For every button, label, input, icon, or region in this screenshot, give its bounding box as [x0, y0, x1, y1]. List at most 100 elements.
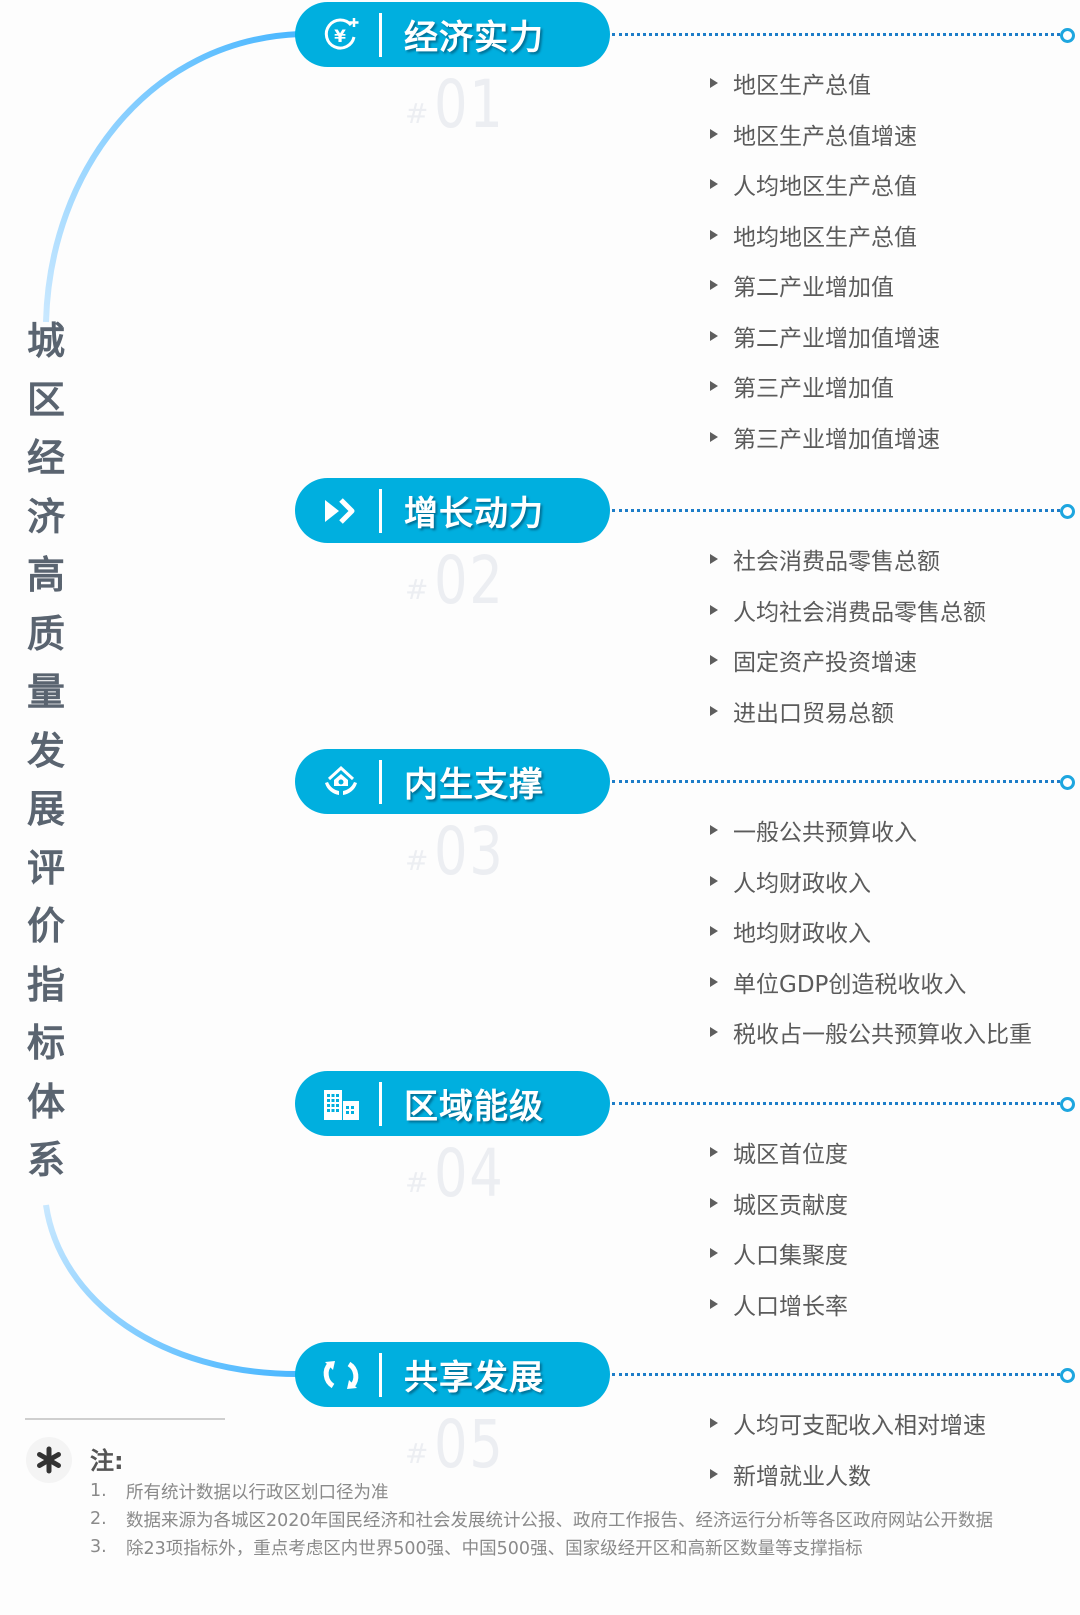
section-header-pill: 共享发展	[295, 1342, 610, 1407]
list-item: 地均地区生产总值	[710, 210, 940, 261]
list-item: 单位GDP创造税收收入	[710, 957, 1032, 1008]
triangle-bullet-icon	[710, 825, 718, 836]
notes-heading: 注:	[90, 1447, 124, 1475]
pill-divider	[379, 1352, 382, 1397]
list-item: 第二产业增加值增速	[710, 311, 940, 362]
list-item: 第二产业增加值	[710, 260, 940, 311]
section-number: # 02	[405, 542, 505, 619]
vertical-title: 城 区 经 济 高 质 量 发 展 评 价 指 标 体 系	[22, 312, 70, 1190]
triangle-bullet-icon	[710, 554, 718, 565]
triangle-bullet-icon	[710, 705, 718, 716]
note-item: 3.除23项指标外，重点考虑区内世界500强、中国500强、国家级经开区和高新区…	[90, 1537, 863, 1559]
list-item: 城区首位度	[710, 1127, 848, 1178]
pill-divider	[379, 488, 382, 533]
title-char: 指	[26, 962, 65, 1007]
title-char: 高	[26, 553, 65, 597]
connector-arc	[43, 31, 301, 1378]
triangle-bullet-icon	[710, 330, 718, 341]
title-char: 体	[26, 1079, 65, 1124]
section-header-pill: 内生支撑	[295, 749, 610, 814]
list-item: 人口增长率	[710, 1279, 848, 1330]
end-ring	[1060, 1097, 1075, 1112]
triangle-bullet-icon	[710, 179, 718, 190]
list-item: 一般公共预算收入	[710, 805, 1032, 856]
triangle-bullet-icon	[710, 78, 718, 89]
triangle-bullet-icon	[710, 1418, 718, 1429]
list-item: 进出口贸易总额	[710, 686, 986, 737]
indicator-list: 人均可支配收入相对增速 新增就业人数	[710, 1398, 986, 1499]
title-char: 济	[26, 494, 65, 539]
section-number: # 04	[405, 1135, 505, 1212]
dotted-connector	[612, 1102, 1060, 1105]
end-ring	[1060, 28, 1075, 43]
list-item: 税收占一般公共预算收入比重	[710, 1007, 1032, 1058]
notes-divider	[25, 1418, 225, 1420]
notes-list: 1.所有统计数据以行政区划口径为准 2.数据来源为各城区2020年国民经济和社会…	[90, 1477, 993, 1561]
end-ring	[1060, 1368, 1075, 1383]
triangle-bullet-icon	[710, 1027, 718, 1038]
triangle-bullet-icon	[710, 875, 718, 886]
list-item: 地区生产总值增速	[710, 109, 940, 160]
title-char: 经	[26, 436, 65, 480]
list-item: 人均社会消费品零售总额	[710, 585, 986, 636]
triangle-bullet-icon	[710, 655, 718, 666]
triangle-bullet-icon	[710, 1298, 718, 1309]
triangle-bullet-icon	[710, 1248, 718, 1259]
section-title: 增长动力	[404, 494, 544, 534]
list-item: 社会消费品零售总额	[710, 534, 986, 585]
triangle-bullet-icon	[710, 926, 718, 937]
title-char: 系	[26, 1138, 65, 1182]
triangle-bullet-icon	[710, 229, 718, 240]
title-char: 量	[26, 670, 65, 714]
title-char: 标	[26, 1021, 65, 1065]
house-in-hands-icon	[319, 760, 363, 804]
asterisk-icon	[26, 1437, 72, 1483]
indicator-list: 社会消费品零售总额 人均社会消费品零售总额 固定资产投资增速 进出口贸易总额	[710, 534, 986, 736]
title-char: 展	[26, 787, 65, 831]
dotted-connector	[612, 509, 1060, 512]
svg-text:¥: ¥	[334, 27, 346, 47]
title-char: 发	[26, 728, 65, 773]
list-item: 第三产业增加值	[710, 361, 940, 412]
section-header-pill: 区域能级	[295, 1071, 610, 1136]
title-char: 价	[26, 904, 65, 948]
list-item: 新增就业人数	[710, 1449, 986, 1500]
dotted-connector	[612, 780, 1060, 783]
pill-divider	[379, 12, 382, 57]
yuan-plus-icon: ¥	[319, 13, 363, 57]
refresh-icon	[319, 1353, 363, 1397]
list-item: 地区生产总值	[710, 58, 940, 109]
indicator-list: 地区生产总值 地区生产总值增速 人均地区生产总值 地均地区生产总值 第二产业增加…	[710, 58, 940, 462]
list-item: 人口集聚度	[710, 1228, 848, 1279]
end-ring	[1060, 775, 1075, 790]
title-char: 质	[26, 611, 65, 656]
list-item: 人均地区生产总值	[710, 159, 940, 210]
triangle-bullet-icon	[710, 604, 718, 615]
pill-divider	[379, 1081, 382, 1126]
end-ring	[1060, 504, 1075, 519]
dotted-connector	[612, 1373, 1060, 1376]
triangle-bullet-icon	[710, 1468, 718, 1479]
section-header-pill: 增长动力	[295, 478, 610, 543]
section-title: 共享发展	[404, 1358, 544, 1398]
list-item: 人均财政收入	[710, 856, 1032, 907]
triangle-bullet-icon	[710, 976, 718, 987]
list-item: 城区贡献度	[710, 1178, 848, 1229]
note-item: 2.数据来源为各城区2020年国民经济和社会发展统计公报、政府工作报告、经济运行…	[90, 1509, 994, 1531]
section-title: 经济实力	[404, 18, 544, 58]
title-char: 区	[26, 377, 65, 422]
indicator-list: 城区首位度 城区贡献度 人口集聚度 人口增长率	[710, 1127, 848, 1329]
list-item: 第三产业增加值增速	[710, 412, 940, 463]
section-number: # 05	[405, 1406, 505, 1483]
dotted-connector	[612, 33, 1060, 36]
section-number: # 01	[405, 66, 505, 143]
list-item: 固定资产投资增速	[710, 635, 986, 686]
triangle-bullet-icon	[710, 381, 718, 392]
triangle-bullet-icon	[710, 1197, 718, 1208]
section-title: 区域能级	[404, 1087, 544, 1127]
pill-divider	[379, 759, 382, 804]
title-char: 城	[26, 319, 65, 363]
triangle-bullet-icon	[710, 280, 718, 291]
triangle-bullet-icon	[710, 431, 718, 442]
triangle-bullet-icon	[710, 128, 718, 139]
